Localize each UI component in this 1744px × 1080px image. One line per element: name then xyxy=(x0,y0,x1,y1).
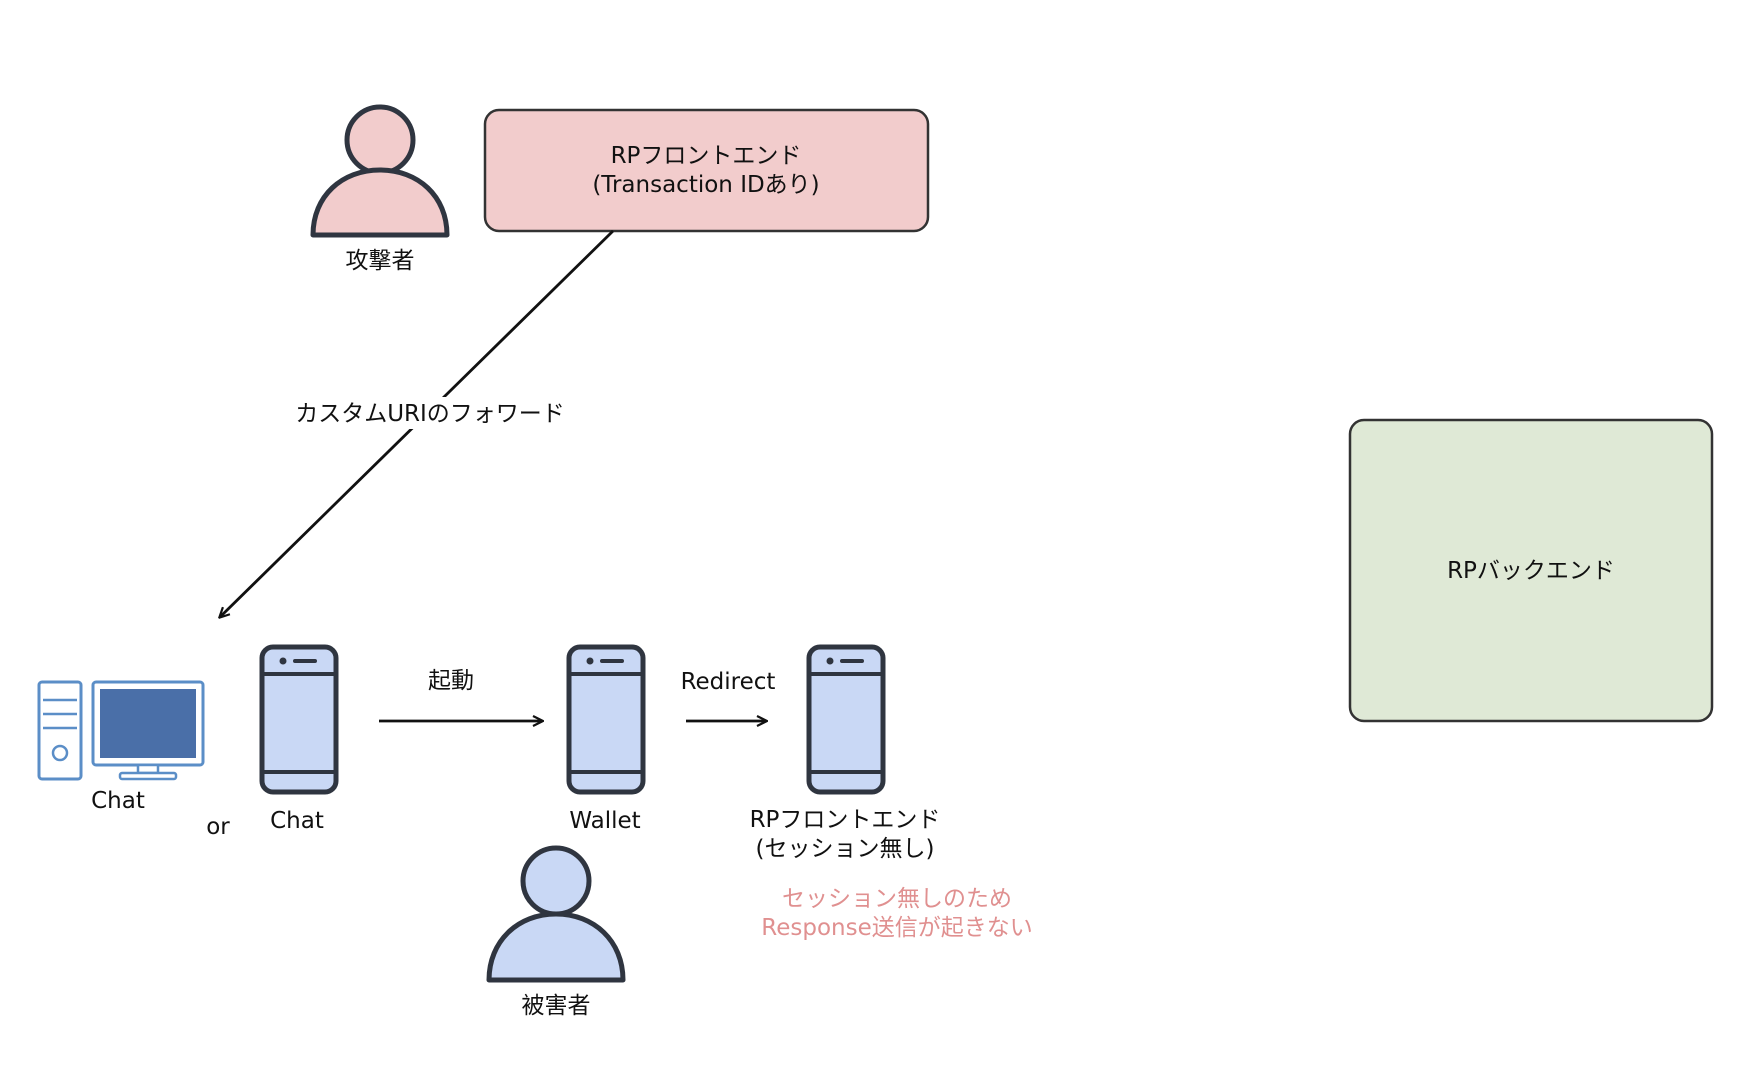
note-line1: セッション無しのため xyxy=(782,886,1012,912)
attacker-label: 攻撃者 xyxy=(346,248,415,274)
chat-phone-camera xyxy=(279,657,287,665)
rp-frontend-smartphone-icon xyxy=(806,644,886,795)
rp-backend-rect xyxy=(1348,418,1714,723)
note-line2: Response送信が起きない xyxy=(761,915,1032,941)
wallet-phone-body xyxy=(566,644,646,795)
pc-monitor-screen xyxy=(100,689,196,758)
chat-pc-label: Chat xyxy=(91,788,145,814)
rp-frontend-top-line2: (Transaction IDあり) xyxy=(592,172,819,198)
pc-monitor-base xyxy=(118,771,178,781)
victim: 被害者 xyxy=(486,845,626,1019)
forward-arrow-label: カスタムURIのフォワード xyxy=(295,401,565,427)
redirect-arrow-label: Redirect xyxy=(681,669,776,695)
chat-pc: Chat xyxy=(37,680,205,814)
launch-arrow: 起動 xyxy=(379,668,542,721)
attacker-person-icon xyxy=(310,104,450,238)
chat-phone: Chat xyxy=(259,644,339,834)
forward-arrow-label-bg xyxy=(287,397,573,429)
rp-backend-box: RPバックエンド xyxy=(1348,418,1714,723)
attacker-body xyxy=(310,167,450,238)
forward-arrow: カスタムURIのフォワード xyxy=(220,230,614,617)
redirect-arrow: Redirect xyxy=(681,669,776,721)
victim-head xyxy=(520,845,592,917)
rp-frontend-top-line1: RPフロントエンド xyxy=(611,143,802,169)
rp-frontend-top-rect xyxy=(483,108,930,233)
chat-smartphone-icon xyxy=(259,644,339,795)
pc-tower-button xyxy=(51,744,69,762)
wallet-smartphone-icon xyxy=(566,644,646,795)
victim-label: 被害者 xyxy=(522,993,591,1019)
desktop-computer-icon xyxy=(37,680,205,781)
wallet-phone-camera xyxy=(586,657,594,665)
rp-backend-label: RPバックエンド xyxy=(1447,558,1615,584)
chat-phone-label: Chat xyxy=(270,808,324,834)
wallet-phone: Wallet xyxy=(566,644,646,834)
rp-frontend-phone-body xyxy=(806,644,886,795)
rp-frontend-top-box: RPフロントエンド (Transaction IDあり) xyxy=(483,108,930,233)
rp-frontend-phone-camera xyxy=(826,657,834,665)
rp-frontend-phone-line1: RPフロントエンド xyxy=(750,807,941,833)
rp-frontend-phone: RPフロントエンド (セッション無し) xyxy=(750,644,941,862)
or-label: or xyxy=(206,814,230,840)
wallet-phone-label: Wallet xyxy=(569,808,640,834)
victim-body xyxy=(486,911,626,983)
attacker: 攻撃者 xyxy=(310,104,450,274)
note: セッション無しのため Response送信が起きない xyxy=(761,886,1032,941)
pc-tower xyxy=(37,680,83,781)
launch-arrow-label: 起動 xyxy=(428,668,474,694)
victim-person-icon xyxy=(486,845,626,983)
rp-frontend-phone-line2: (セッション無し) xyxy=(756,836,935,862)
attacker-head xyxy=(344,104,416,176)
chat-phone-body xyxy=(259,644,339,795)
